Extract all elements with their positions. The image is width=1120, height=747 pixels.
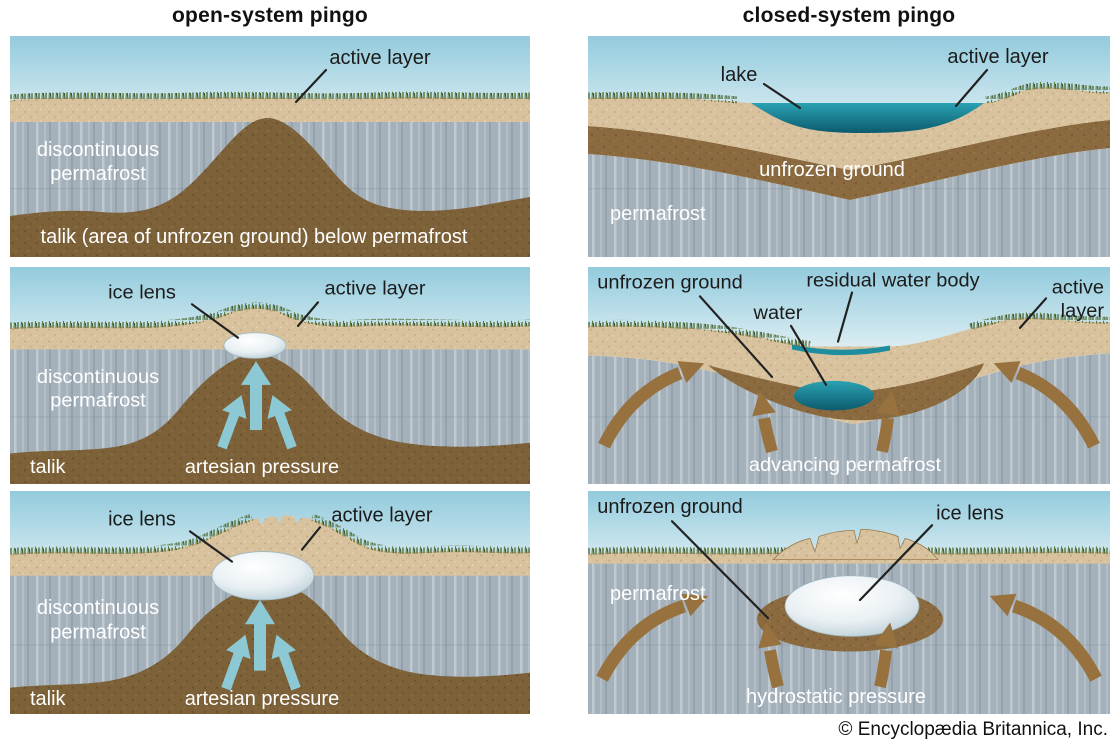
residual-water-strip bbox=[792, 344, 890, 356]
unfrozen-ground-pocket bbox=[708, 363, 984, 421]
hydrostatic-pressure-arrows bbox=[596, 584, 1102, 689]
artesian-pressure-label: artesian pressure bbox=[185, 456, 339, 478]
grass-strip bbox=[10, 301, 530, 330]
ice-lens-label: ice lens bbox=[936, 502, 1004, 524]
active-layer-soil bbox=[10, 307, 530, 351]
active-layer-label: active layer bbox=[329, 47, 430, 69]
discontinuous-permafrost-label-line2: permafrost bbox=[50, 163, 146, 185]
unfrozen-ground-band bbox=[588, 120, 1110, 200]
discontinuous-permafrost-label-line1: discontinuous bbox=[37, 366, 159, 388]
ice-lens-label: ice lens bbox=[108, 508, 176, 530]
active-layer-label: active layer bbox=[331, 504, 432, 526]
leader-line bbox=[188, 530, 234, 563]
water-label: water bbox=[753, 302, 803, 324]
grass-strip bbox=[985, 81, 1110, 104]
unfrozen-ground-label: unfrozen ground bbox=[759, 159, 905, 181]
permafrost-layer bbox=[588, 353, 1110, 484]
unfrozen-ground-label: unfrozen ground bbox=[597, 272, 742, 294]
open-system-panel-1: active layer discontinuous permafrost ta… bbox=[10, 36, 530, 257]
ice-lens-shape bbox=[784, 575, 920, 637]
leader-line bbox=[1018, 297, 1048, 329]
grass-strip bbox=[10, 91, 530, 102]
permafrost-layer bbox=[588, 148, 1110, 257]
active-layer-label: active layer bbox=[947, 46, 1048, 68]
lake-water bbox=[751, 103, 984, 133]
leader-line bbox=[670, 520, 770, 620]
artesian-pressure-label: artesian pressure bbox=[185, 688, 339, 710]
active-layer-soil-dome bbox=[10, 515, 530, 577]
permafrost-label: permafrost bbox=[610, 203, 706, 225]
leader-line bbox=[296, 301, 320, 327]
leader-line bbox=[762, 82, 802, 110]
talik-label: talik (area of unfrozen ground) below pe… bbox=[41, 226, 468, 248]
hydrostatic-pressure-label: hydrostatic pressure bbox=[746, 686, 926, 708]
leader-line bbox=[836, 291, 854, 343]
talik-ground bbox=[10, 354, 530, 484]
discontinuous-permafrost-label-line2: permafrost bbox=[50, 390, 146, 412]
unfrozen-ground-label: unfrozen ground bbox=[597, 496, 743, 518]
closed-system-panel-1: lake active layer unfrozen ground permaf… bbox=[588, 36, 1110, 257]
active-layer-label: active layer bbox=[324, 278, 425, 300]
leader-line bbox=[190, 303, 240, 339]
open-system-panel-2: ice lens active layer discontinuous perm… bbox=[10, 267, 530, 484]
leader-line bbox=[698, 295, 774, 379]
grass-strip bbox=[10, 513, 530, 556]
active-layer-soil bbox=[10, 97, 530, 123]
grass-strip bbox=[588, 91, 739, 104]
open-system-title: open-system pingo bbox=[172, 4, 368, 27]
leader-line bbox=[858, 524, 934, 602]
advancing-permafrost-label: advancing permafrost bbox=[749, 454, 942, 476]
talik-label: talik bbox=[30, 688, 67, 710]
closed-system-title: closed-system pingo bbox=[742, 4, 956, 27]
leader-line bbox=[300, 526, 322, 551]
talik-ground bbox=[10, 118, 530, 257]
discontinuous-permafrost-label-line2: permafrost bbox=[50, 621, 146, 643]
ice-lens-shape bbox=[211, 551, 315, 601]
copyright-notice: © Encyclopædia Britannica, Inc. bbox=[838, 719, 1108, 740]
leader-line bbox=[954, 68, 989, 108]
leader-line bbox=[294, 68, 328, 104]
grass-strip bbox=[968, 312, 1110, 331]
grass-strip bbox=[588, 319, 811, 348]
ice-lens-shape bbox=[223, 332, 287, 359]
advancing-permafrost-arrows bbox=[598, 352, 1100, 454]
discontinuous-permafrost-label-line1: discontinuous bbox=[37, 139, 159, 161]
open-system-panel-3: ice lens active layer discontinuous perm… bbox=[10, 491, 530, 714]
leader-line bbox=[789, 324, 828, 386]
ice-lens-label: ice lens bbox=[108, 282, 176, 304]
active-layer-label-line2: layer bbox=[1061, 300, 1105, 322]
water-body bbox=[794, 380, 874, 411]
discontinuous-permafrost-label-line1: discontinuous bbox=[37, 597, 159, 619]
permafrost-label: permafrost bbox=[610, 583, 706, 605]
residual-water-body-label: residual water body bbox=[806, 270, 979, 292]
talik-label: talik bbox=[30, 456, 66, 478]
closed-system-panel-3: unfrozen ground ice lens permafrost hydr… bbox=[588, 491, 1110, 714]
talik-ground bbox=[10, 583, 530, 714]
active-layer-soil bbox=[588, 317, 1110, 425]
closed-system-panel-2: unfrozen ground residual water body wate… bbox=[588, 267, 1110, 484]
lake-label: lake bbox=[721, 64, 758, 86]
active-layer-label-line1: active bbox=[1052, 277, 1104, 299]
